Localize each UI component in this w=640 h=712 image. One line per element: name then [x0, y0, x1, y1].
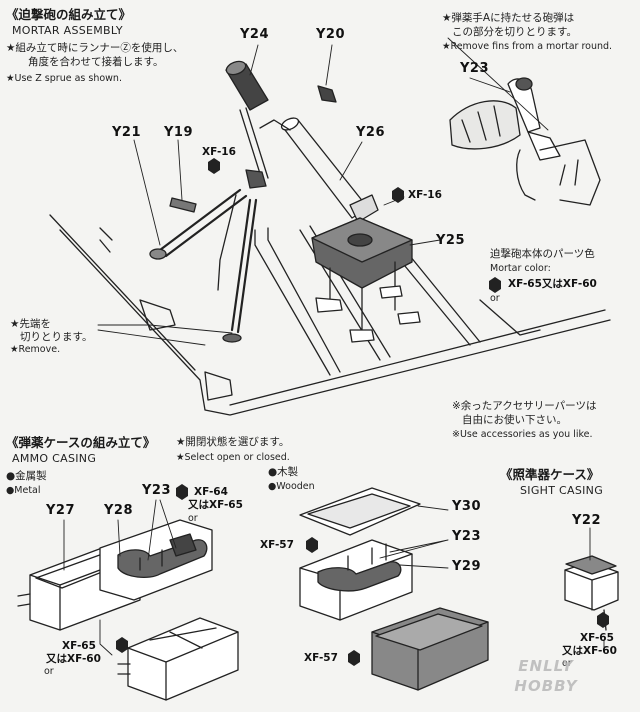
paint-label-xf65-or: or: [44, 666, 54, 677]
part-label-y23-ammo: Y23: [142, 483, 172, 498]
metal-ammo-case-closed: [117, 617, 239, 701]
paint-hex-xf57-b: [348, 650, 360, 666]
paint-label-xf64-alt: 又はXF-65: [188, 499, 243, 511]
fins-note-en: ★Remove fins from a mortar round.: [442, 41, 613, 52]
paint-hex-badges: [116, 158, 609, 666]
paint-label-xf64: XF-64: [194, 486, 228, 498]
mortar-color-jp: 迫撃砲本体のパーツ色: [490, 248, 595, 260]
paint-hex-xf64: [176, 484, 188, 500]
base-plate-y25: [311, 217, 421, 343]
part-label-y30: Y30: [452, 499, 482, 514]
paint-hex-sight: [597, 612, 609, 628]
hand-holding-round: [449, 77, 601, 206]
wooden-label-jp: ●木製: [268, 466, 299, 478]
sight-paint: XF-65: [580, 632, 614, 644]
part-label-y28: Y28: [104, 503, 134, 518]
paint-hex-xf16-a: [208, 158, 220, 174]
mortar-note-jp-2: 角度を合わせて接着します。: [28, 56, 164, 68]
ammo-select-jp: ★開閉状態を選びます。: [176, 436, 290, 448]
mortar-assembly-title-en: MORTAR ASSEMBLY: [12, 24, 123, 37]
leader-lines: [63, 37, 605, 656]
paint-label-xf65: XF-65: [62, 640, 96, 652]
remove-note-en: ★Remove.: [10, 344, 61, 355]
mortar-color-paint: XF-65又はXF-60: [508, 278, 597, 290]
part-label-y23-top: Y23: [460, 61, 490, 76]
watermark-logo: ENLLY HOBBY: [486, 656, 606, 700]
mortar-note-jp-1: ★組み立て時にランナーⓏを使用し、: [6, 42, 184, 54]
sight-casing: [564, 555, 619, 631]
paint-label-xf65-alt: 又はXF-60: [46, 653, 101, 665]
part-label-y24: Y24: [240, 27, 270, 42]
bipod-assembly: [149, 60, 337, 343]
watermark-line1: ENLLY: [518, 657, 574, 675]
paint-label-xf57-a: XF-57: [260, 539, 294, 551]
part-label-y27: Y27: [46, 503, 76, 518]
part-label-y26: Y26: [356, 125, 386, 140]
part-label-y22: Y22: [572, 513, 602, 528]
wooden-label-en: ●Wooden: [268, 481, 315, 492]
part-label-y23-wood: Y23: [452, 529, 482, 544]
accessories-note-jp-1: ※余ったアクセサリーパーツは: [452, 400, 597, 412]
sight-casing-title-en: SIGHT CASING: [520, 484, 604, 497]
part-label-y21: Y21: [112, 125, 142, 140]
watermark-line2: HOBBY: [514, 677, 578, 695]
metal-ammo-case: [17, 519, 213, 631]
wooden-ammo-case: [299, 487, 421, 621]
part-label-y29: Y29: [452, 559, 482, 574]
paint-label-xf64-or: or: [188, 513, 198, 524]
ammo-select-en: ★Select open or closed.: [176, 452, 290, 463]
fins-note-jp-2: この部分を切りとります。: [452, 26, 577, 38]
accessories-note-en: ※Use accessories as you like.: [452, 429, 593, 440]
remove-note-jp-2: 切りとります。: [20, 331, 93, 343]
part-label-y20: Y20: [316, 27, 346, 42]
sight-paint-alt: 又はXF-60: [562, 645, 617, 657]
part-label-y19: Y19: [164, 125, 194, 140]
metal-label-en: ●Metal: [6, 485, 41, 496]
metal-label-jp: ●金属製: [6, 470, 47, 482]
paint-hex-xf16-b: [392, 187, 404, 203]
z-sprue-runner: [49, 214, 611, 416]
paint-hex-mortar: [489, 277, 501, 293]
paint-label-xf57-b: XF-57: [304, 652, 338, 664]
remove-note-jp-1: ★先端を: [10, 318, 51, 330]
ammo-casing-title-en: AMMO CASING: [12, 452, 97, 465]
part-label-y25: Y25: [436, 233, 466, 248]
mortar-color-en: Mortar color:: [490, 263, 551, 274]
paint-label-xf16-a: XF-16: [202, 146, 236, 158]
mortar-color-or: or: [490, 293, 500, 304]
mortar-note-en: ★Use Z sprue as shown.: [6, 73, 122, 84]
sight-paint-or: or: [562, 658, 572, 669]
sight-casing-title-jp: 《照準器ケース》: [500, 467, 600, 482]
ammo-casing-title-jp: 《弾薬ケースの組み立て》: [6, 435, 156, 450]
paint-hex-xf57-a: [306, 537, 318, 553]
fins-note-jp-1: ★弾薬手Aに持たせる砲弾は: [442, 12, 575, 24]
mortar-assembly-title-jp: 《迫撃砲の組み立て》: [6, 7, 132, 22]
wooden-ammo-case-closed: [371, 607, 489, 691]
paint-label-xf16-b: XF-16: [408, 189, 442, 201]
mortar-barrel-y26: [280, 117, 379, 223]
accessories-note-jp-2: 自由にお使い下さい。: [462, 414, 567, 426]
paint-hex-xf65: [116, 637, 128, 653]
